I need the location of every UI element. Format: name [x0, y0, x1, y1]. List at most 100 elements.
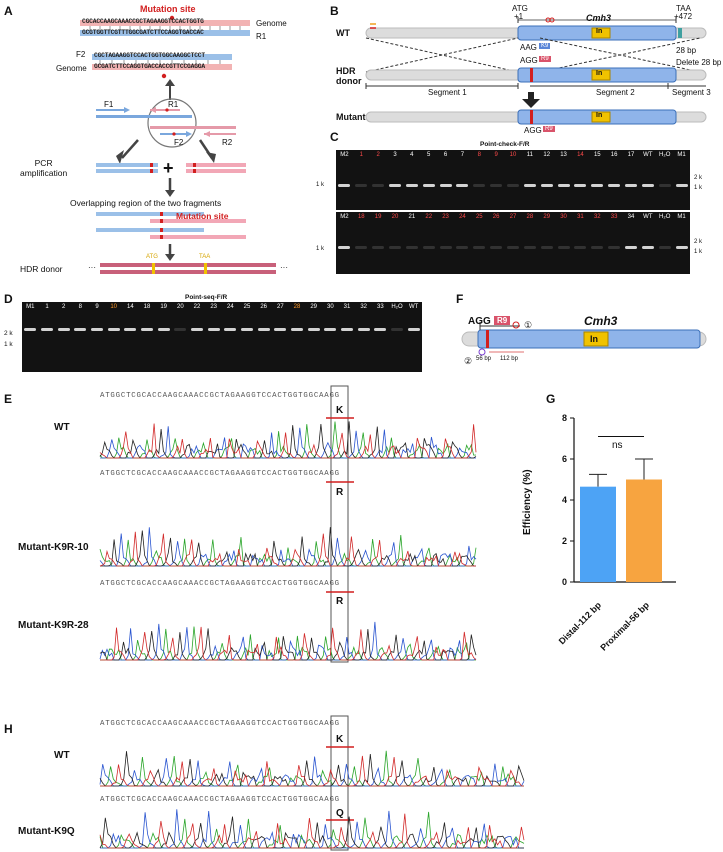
gel-band — [141, 328, 153, 331]
g-y-tick-label: 6 — [562, 454, 567, 464]
g-ns: ns — [612, 440, 623, 451]
gel-band — [372, 246, 385, 249]
gel-lane-label: 14 — [126, 304, 134, 310]
gel-band — [241, 328, 253, 331]
gel-band — [574, 184, 587, 187]
in-f: In — [590, 334, 598, 344]
gel-lane-label: 14 — [577, 152, 584, 158]
gel-band — [675, 184, 688, 187]
c-1k-left-1: 1 k — [316, 182, 325, 188]
chromatogram-trace — [99, 423, 477, 459]
gel-band — [307, 328, 320, 331]
overlap-label: Overlapping region of the two fragments — [70, 198, 222, 208]
gel-lane-label: 10 — [110, 304, 117, 310]
gel-band — [374, 328, 387, 331]
gel-band — [658, 246, 671, 249]
gel-band — [124, 328, 137, 331]
gel-lane-label: 29 — [543, 214, 551, 220]
c-2k-right-2: 2 k — [694, 239, 703, 245]
gel-band — [338, 246, 351, 249]
g-y-tick-label: 2 — [562, 536, 567, 546]
seq-mid-2: GCGATCTTCCAGGTGACCACCGTTCCGAGGA — [94, 63, 205, 70]
panel-a-graphics — [80, 15, 276, 274]
gel-lane-label: 27 — [276, 304, 284, 310]
gel-lane-label: 19 — [374, 214, 382, 220]
panel-label-c: C — [330, 130, 339, 144]
plus-sign: + — [163, 158, 174, 178]
taa-label-a: TAA — [199, 254, 211, 260]
gel-lane-label: 21 — [408, 214, 416, 220]
chromatogram-trace — [100, 809, 524, 849]
gel-lane-label: 7 — [460, 152, 465, 158]
gel-band — [391, 328, 403, 331]
dots-right: ··· — [280, 263, 288, 272]
gel-band — [207, 328, 220, 331]
chromatogram-trace — [99, 531, 476, 567]
gel-band — [191, 328, 203, 331]
hdr-label-b: HDR donor — [336, 66, 362, 86]
c-1k-right-2: 1 k — [694, 249, 703, 255]
r9-f: R9 — [494, 316, 511, 325]
h-seq-1: ATGGCTCGCACCAAGCAAACCGCTAGAAGGTCCACTGGTG… — [100, 720, 340, 728]
panel-label-d: D — [4, 292, 13, 306]
g-y-tick-label: 8 — [562, 413, 567, 423]
e-chromatograms — [99, 385, 477, 663]
seg1-b: Segment 1 — [428, 88, 467, 97]
h-wt-label: WT — [54, 750, 70, 761]
c-1k-right-1: 1 k — [694, 185, 703, 191]
agg-b-1: AGG — [520, 56, 538, 65]
gel-band — [473, 184, 486, 187]
gel-lane-label: 17 — [627, 152, 635, 158]
delete-b: Delete 28 bp — [676, 58, 722, 67]
gel-lane-label: 31 — [577, 214, 584, 220]
bp112-f: 112 bp — [500, 356, 518, 362]
gel-band — [341, 328, 353, 331]
f2-label-1: F2 — [76, 50, 86, 59]
h-q-label: Q — [336, 808, 344, 819]
gel-band — [405, 246, 418, 249]
genome-label-2: Genome — [56, 64, 87, 73]
e-r-label-1: R — [336, 487, 344, 498]
gel-lane-label: 23 — [442, 214, 449, 220]
gel-lane-label: 25 — [243, 304, 251, 310]
gel-band — [157, 328, 170, 331]
r9-b-1: R9 — [539, 56, 551, 62]
d-1k: 1 k — [4, 341, 13, 348]
gel-lane-label: 6 — [443, 152, 448, 158]
gel-lane-label: 24 — [459, 214, 466, 220]
gel-band — [74, 328, 87, 331]
gel-lane-label: 19 — [160, 304, 167, 310]
f2-label-2: F2 — [174, 138, 184, 147]
gel-lane-label: H₂O — [659, 152, 671, 158]
gel-band — [422, 246, 435, 249]
circle1-f: ① — [524, 320, 533, 330]
plus472-b: +472 — [674, 12, 693, 21]
e-wt-label: WT — [54, 422, 70, 433]
e-seq-1: ATGGCTCGCACCAAGCAAACCGCTAGAAGGTCCACTGGTG… — [100, 392, 340, 400]
panel-d-title: Point-seq-F/R — [185, 294, 228, 301]
gel-band — [625, 246, 637, 249]
seg2-b: Segment 2 — [596, 88, 635, 97]
g-bar — [580, 486, 616, 582]
panel-f-graphics — [461, 321, 707, 356]
hdr-donor-label: HDR donor — [20, 264, 63, 274]
gel-lane-label: 28 — [526, 214, 534, 220]
gel-lane-label: 31 — [343, 304, 351, 310]
in-b-1: In — [596, 28, 603, 35]
in-b-2: In — [596, 70, 603, 77]
gel-lane-label: 30 — [560, 214, 567, 220]
atg-b: ATG — [512, 4, 528, 13]
g-y-tick-label: 0 — [562, 577, 567, 587]
gel-lane-label: 33 — [376, 304, 384, 310]
gel-lane-label: WT — [643, 214, 653, 220]
gel-lane-label: 10 — [509, 152, 517, 158]
gel-lane-label: 20 — [176, 304, 184, 310]
dots-left: ··· — [88, 263, 96, 272]
gel-band — [439, 184, 452, 187]
gel-band — [405, 184, 418, 187]
gel-lane-label: 15 — [593, 152, 601, 158]
h-k-label: K — [336, 734, 344, 745]
gel-band — [324, 328, 337, 331]
mutant-label-b: Mutant — [336, 112, 366, 122]
